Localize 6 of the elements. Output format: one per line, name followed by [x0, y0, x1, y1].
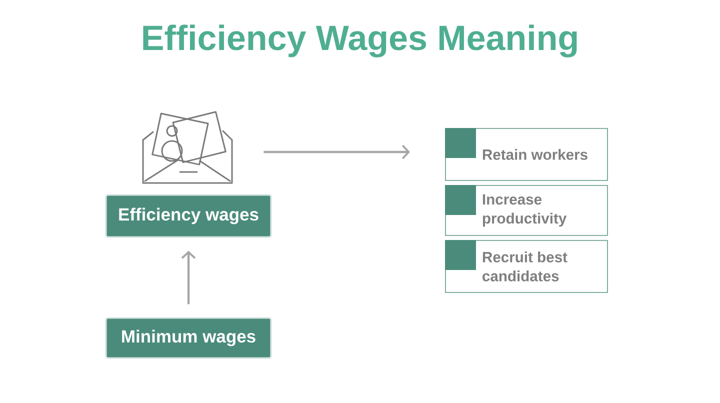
process-box: Efficiency wages	[105, 194, 272, 238]
envelope-picture	[142, 111, 233, 184]
title: Efficiency Wages Meaning	[143, 24, 577, 58]
arrow	[181, 250, 196, 304]
arrow	[264, 144, 410, 160]
process-box: Minimum wages	[105, 317, 272, 359]
